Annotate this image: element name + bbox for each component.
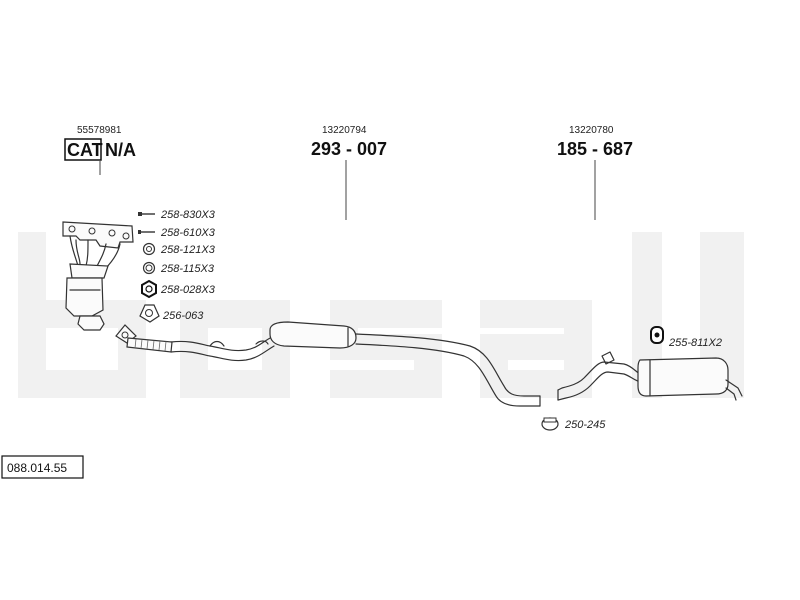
fitting-item: 256-063 <box>139 304 204 323</box>
catalyst-part-number: N/A <box>105 140 136 160</box>
fitting-item: 258-115X3 <box>142 261 215 275</box>
nut-icon <box>141 279 157 299</box>
fitting-code: 250-245 <box>564 419 606 431</box>
assembly-code: 088.014.55 <box>7 461 67 475</box>
watermark: bosal <box>18 232 744 398</box>
ring-icon <box>142 261 156 275</box>
middle-part-number: 293 - 007 <box>311 139 387 159</box>
fitting-item: 258-121X3 <box>142 242 216 256</box>
rear-silencer <box>557 351 743 401</box>
catalyst-oem-number: 55578981 <box>77 125 122 136</box>
fitting-code: 258-115X3 <box>160 263 215 275</box>
fittings-list: 258-830X3 258-610X3 258-121X3 258-115X3 <box>138 209 216 323</box>
stud-icon <box>138 230 155 234</box>
fitting-item: 250-245 <box>541 417 606 431</box>
rubber-hanger-icon <box>650 326 664 344</box>
assembly-code-box: 088.014.55 <box>1 455 84 479</box>
cat-label: CAT <box>67 140 103 160</box>
fitting-item: 258-028X3 <box>141 279 216 299</box>
fitting-code: 258-121X3 <box>160 244 216 256</box>
fitting-item: 258-830X3 <box>138 209 216 221</box>
bolt-icon <box>138 212 155 216</box>
cat-box <box>64 138 102 161</box>
ring-icon <box>142 242 156 256</box>
middle-oem-number: 13220794 <box>322 125 367 136</box>
middle-silencer-callout: 13220794 293 - 007 <box>311 125 387 220</box>
fitting-item: 258-610X3 <box>138 227 216 239</box>
intermediate-pipe <box>355 333 541 407</box>
fitting-code: 258-028X3 <box>160 284 216 296</box>
rear-silencer-callout: 13220780 185 - 687 <box>557 125 633 220</box>
front-pipe <box>115 324 275 362</box>
fitting-code: 258-610X3 <box>160 227 216 239</box>
middle-silencer <box>269 321 357 349</box>
rear-part-number: 185 - 687 <box>557 139 633 159</box>
fitting-code: 256-063 <box>162 310 204 322</box>
clamp-icon <box>541 417 559 431</box>
gasket-icon <box>139 304 160 323</box>
fitting-item: 255-811X2 <box>650 326 722 349</box>
fitting-code: 255-811X2 <box>668 337 722 349</box>
fitting-code: 258-830X3 <box>160 209 216 221</box>
catalyst-callout: 55578981 CAT N/A <box>64 125 136 175</box>
manifold-catalyst <box>62 221 134 331</box>
rear-oem-number: 13220780 <box>569 125 614 136</box>
